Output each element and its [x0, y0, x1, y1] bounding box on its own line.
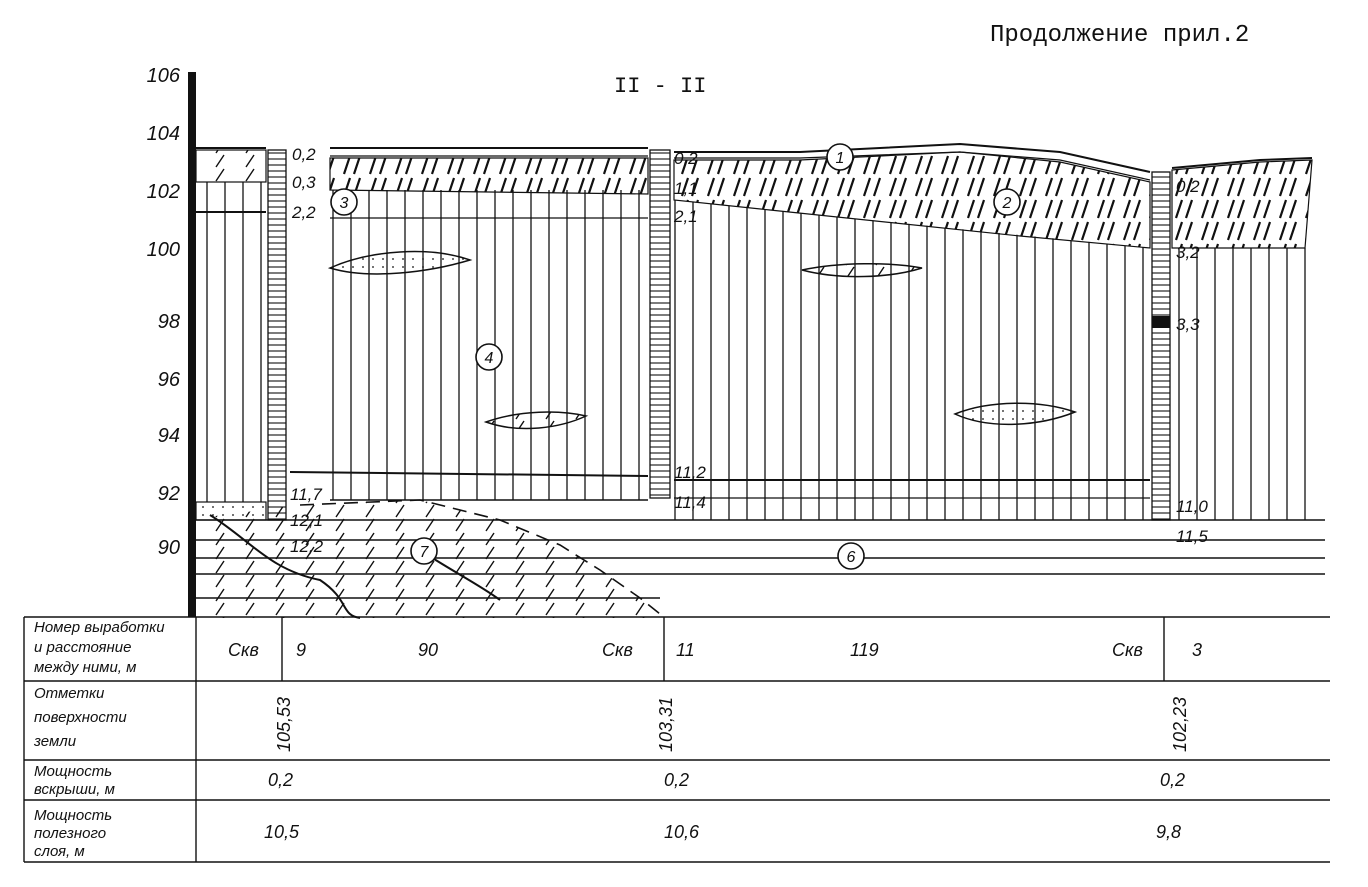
well-row-cell: 119: [850, 640, 879, 660]
surface-elevation-value: 102,23: [1170, 697, 1190, 752]
elevation-tick-label: 104: [147, 123, 180, 145]
depth-label: 11,7: [290, 485, 322, 504]
depth-label: 2,2: [291, 203, 316, 222]
surface-elevation-value: 103,31: [656, 697, 676, 752]
well-row-cell: 90: [418, 640, 438, 660]
depth-label: 11,5: [1176, 527, 1208, 546]
layer-marker-label: 6: [847, 549, 856, 566]
depth-label: 0,3: [292, 173, 316, 192]
layer-marker-label: 3: [340, 195, 349, 212]
layer-4-loam: [196, 182, 1312, 520]
layer-marker-label: 7: [420, 544, 430, 561]
depth-label: 0,2: [1176, 177, 1200, 196]
elevation-tick-label: 100: [147, 239, 180, 261]
surface-elevation-value: 105,53: [274, 697, 294, 752]
elevation-tick-label: 102: [147, 181, 180, 203]
elevation-tick-label: 106: [147, 65, 181, 87]
well-row-cell: 9: [296, 640, 306, 660]
elevation-tick-label: 92: [158, 483, 180, 505]
layer-marker-circle: [475, 343, 503, 371]
overburden-value: 0,2: [1160, 770, 1185, 790]
data-table: [23, 616, 1330, 863]
layer-marker-label: 4: [485, 350, 494, 367]
page-header: Продолжение прил.2: [990, 22, 1250, 49]
layer-marker-circle: [330, 188, 358, 216]
well-row-cell: Скв: [228, 640, 259, 660]
elevation-tick-label: 96: [158, 369, 181, 391]
depth-label: 11,4: [674, 493, 706, 512]
elevation-tick-label: 90: [158, 537, 180, 559]
overburden-value: 0,2: [268, 770, 293, 790]
depth-label: 3,2: [1176, 243, 1200, 262]
layer-marker-circle: [993, 188, 1021, 216]
layer-marker-circle: [826, 143, 854, 171]
layer-marker-label: 1: [836, 150, 845, 167]
section-title: II - II: [614, 74, 706, 99]
useful-layer-value: 10,5: [264, 822, 300, 842]
depth-label: 0,2: [292, 145, 316, 164]
well-row-cell: Скв: [602, 640, 633, 660]
depth-label: 12,1: [290, 511, 323, 530]
elevation-tick-label: 98: [158, 311, 180, 333]
layer-2-hatched: [195, 149, 1313, 249]
depth-label: 12,2: [290, 537, 324, 556]
layer-3-band: [196, 211, 648, 219]
sand-lenses: [327, 250, 1078, 430]
elevation-scale-bar: [188, 72, 196, 617]
depth-label: 11,0: [1176, 497, 1208, 516]
depth-label: 11,2: [674, 463, 706, 482]
depth-label: 3,3: [1176, 315, 1200, 334]
overburden-value: 0,2: [664, 770, 689, 790]
well-row-cell: 11: [676, 640, 695, 660]
depth-label: 0,2: [674, 149, 698, 168]
layer-marker-label: 2: [1002, 195, 1012, 212]
well-row-cell: 3: [1192, 640, 1202, 660]
useful-layer-value: 10,6: [664, 822, 700, 842]
layer-marker-circle: [837, 542, 865, 570]
layer-marker-circle: [410, 537, 438, 565]
depth-label: 1,1: [674, 179, 698, 198]
useful-layer-value: 9,8: [1156, 822, 1181, 842]
elevation-tick-label: 94: [158, 425, 180, 447]
well-row-cell: Скв: [1112, 640, 1143, 660]
borehole-columns: [267, 149, 1171, 521]
depth-label: 2,1: [673, 207, 698, 226]
layer-1-topsoil: [196, 142, 1313, 181]
